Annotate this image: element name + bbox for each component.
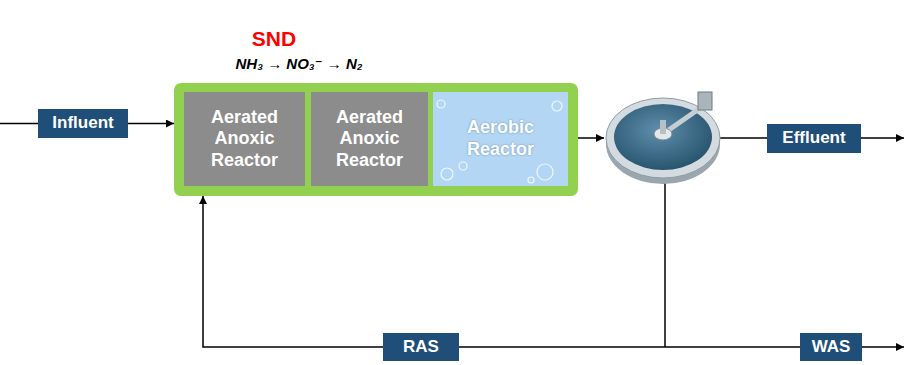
bubble <box>528 177 534 183</box>
stream-box: Effluent <box>767 124 861 153</box>
bubble <box>441 168 453 180</box>
node-label: Influent <box>52 113 113 133</box>
reactor-box: Aerated Anoxic Reactor <box>311 92 428 186</box>
effluent-line <box>718 137 767 139</box>
bubble <box>459 162 467 170</box>
snd-basin: SNDNH₃ → NO₃⁻ → N₂Aerated Anoxic Reactor… <box>174 83 578 196</box>
sludge-line <box>459 346 800 348</box>
node-label: Effluent <box>782 128 845 148</box>
sludge-line <box>664 182 666 347</box>
node-label: WAS <box>812 337 851 357</box>
node-label: Aerated Anoxic Reactor <box>317 107 422 172</box>
effluent-arrow <box>861 137 904 139</box>
influent-line <box>0 123 38 125</box>
node-label: RAS <box>403 337 439 357</box>
clarifier-symbol <box>606 92 720 184</box>
flow-connector <box>203 196 383 347</box>
node-label: Aerated Anoxic Reactor <box>190 107 299 172</box>
bubble <box>552 101 562 111</box>
bubble <box>537 164 553 180</box>
bubble <box>437 100 445 108</box>
stream-box: RAS <box>383 333 459 361</box>
flow-arrow <box>578 137 604 139</box>
stream-box: Influent <box>38 109 128 138</box>
waste-arrow <box>862 346 904 348</box>
node-label: Aerobic Reactor <box>441 117 560 160</box>
reaction-formula: NH₃ → NO₃⁻ → N₂ <box>236 55 363 73</box>
reactor-box: Aerated Anoxic Reactor <box>184 92 305 186</box>
process-title: SND <box>252 27 296 51</box>
stream-box: WAS <box>800 333 862 361</box>
reactor-box: Aerobic Reactor <box>433 92 568 186</box>
flow-connector <box>128 123 174 125</box>
